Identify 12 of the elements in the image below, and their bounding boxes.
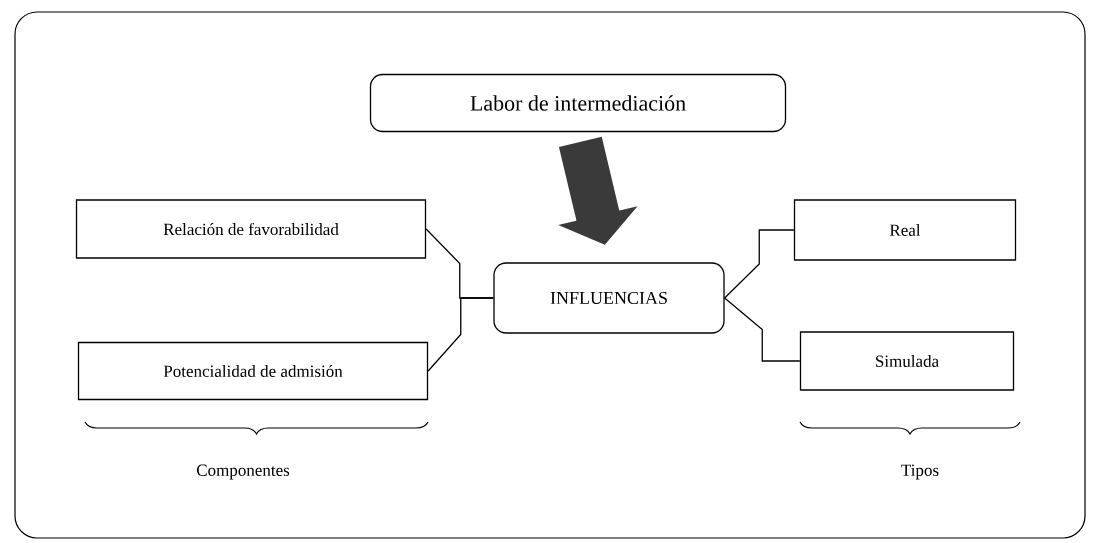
rounded-box: INFLUENCIAS [493, 262, 725, 334]
box: Potencialidad de admisión [77, 341, 429, 401]
connector [724, 297, 801, 362]
box: Real [793, 199, 1017, 261]
group-label: Tipos [901, 464, 939, 480]
connector [724, 229, 795, 299]
group-label: Componentes [196, 464, 290, 480]
connector [427, 297, 494, 372]
box: Simulada [799, 331, 1015, 391]
rounded-box: Labor de intermediación [369, 73, 787, 133]
box: Relación de favorabilidad [75, 199, 427, 259]
block-arrow [558, 136, 638, 245]
